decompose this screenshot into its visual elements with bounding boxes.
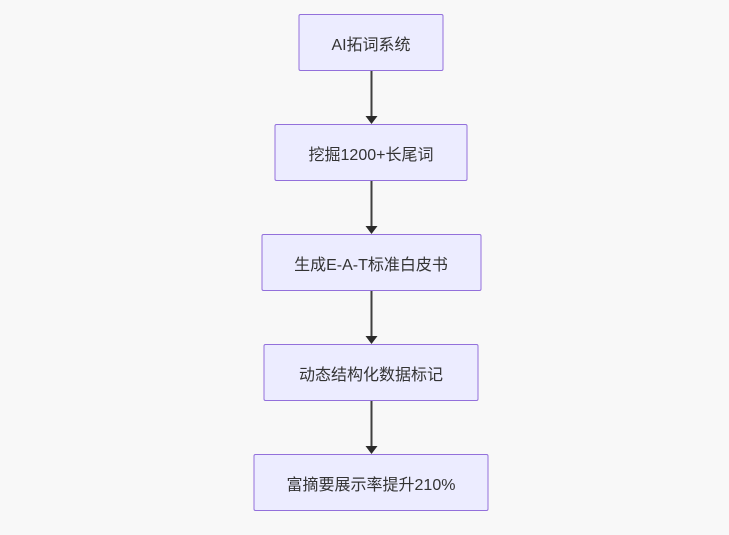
down-arrow-3 — [365, 291, 377, 344]
down-arrow-2 — [365, 181, 377, 234]
flowchart: AI拓词系统 挖掘1200+长尾词 生成E-A-T标准白皮书 动态结构化数据标记… — [253, 14, 489, 511]
flow-node-label: AI拓词系统 — [331, 36, 411, 54]
flow-node-eat-whitepaper: 生成E-A-T标准白皮书 — [261, 234, 481, 291]
flow-node-longtail-mining: 挖掘1200+长尾词 — [274, 124, 468, 181]
flow-node-rich-snippet-result: 富摘要展示率提升210% — [253, 454, 489, 511]
arrow-line — [370, 181, 372, 226]
flow-node-label: 挖掘1200+长尾词 — [308, 146, 434, 164]
arrowhead-icon — [365, 116, 377, 124]
flow-node-label: 富摘要展示率提升210% — [286, 476, 456, 494]
flow-node-ai-keyword-system: AI拓词系统 — [298, 14, 444, 71]
arrow-line — [370, 291, 372, 336]
arrow-line — [370, 71, 372, 116]
flow-node-structured-data-markup: 动态结构化数据标记 — [263, 344, 479, 401]
arrowhead-icon — [365, 226, 377, 234]
flow-node-label: 生成E-A-T标准白皮书 — [294, 256, 448, 274]
flow-node-label: 动态结构化数据标记 — [298, 366, 443, 384]
down-arrow-4 — [365, 401, 377, 454]
arrow-line — [370, 401, 372, 446]
arrowhead-icon — [365, 336, 377, 344]
arrowhead-icon — [365, 446, 377, 454]
down-arrow-1 — [365, 71, 377, 124]
